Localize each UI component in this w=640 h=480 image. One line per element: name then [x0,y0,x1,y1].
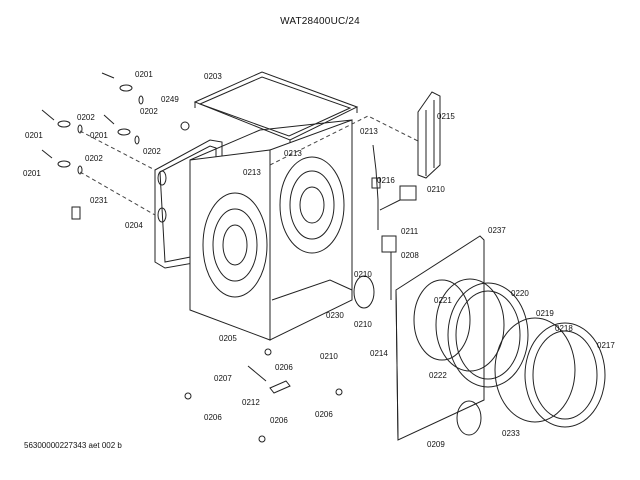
rear-bracket-part[interactable] [418,92,440,178]
part-label[interactable]: 0212 [242,398,260,407]
part-label[interactable]: 0205 [219,334,237,343]
document-reference: 56300000227343 aet 002 b [24,441,122,450]
part-label[interactable]: 0207 [214,374,232,383]
part-label[interactable]: 0204 [125,221,143,230]
part-label[interactable]: 0201 [25,131,43,140]
part-label[interactable]: 0249 [161,95,179,104]
front-panel-part[interactable] [396,236,484,440]
part-label[interactable]: 0230 [326,311,344,320]
part-label[interactable]: 0210 [354,320,372,329]
part-label[interactable]: 0202 [143,147,161,156]
part-label[interactable]: 0202 [140,107,158,116]
part-label[interactable]: 0222 [429,371,447,380]
wrench-part[interactable] [248,366,266,381]
hinge-clip-part[interactable] [400,186,416,200]
part-label[interactable]: 0201 [90,131,108,140]
part-label[interactable]: 0237 [488,226,506,235]
model-title: WAT28400UC/24 [280,16,360,27]
bracket-0212-part[interactable] [270,381,290,393]
feet-parts[interactable] [185,349,342,442]
part-label[interactable]: 0215 [437,112,455,121]
part-label[interactable]: 0203 [204,72,222,81]
cover-cap-part[interactable] [457,401,481,435]
part-label[interactable]: 0221 [434,296,452,305]
part-label[interactable]: 0217 [597,341,615,350]
assembly-lines [80,116,420,215]
cabinet-housing-part[interactable] [190,120,352,340]
part-label[interactable]: 0210 [354,270,372,279]
part-label[interactable]: 0202 [77,113,95,122]
part-label[interactable]: 0201 [135,70,153,79]
part-label[interactable]: 0218 [555,324,573,333]
part-label[interactable]: 0202 [85,154,103,163]
door-glass-ring-part[interactable] [495,318,575,422]
part-label[interactable]: 0213 [284,149,302,158]
screw-parts[interactable] [42,73,143,174]
door-frame-part[interactable] [448,283,528,387]
part-label[interactable]: 0206 [275,363,293,372]
foot-part[interactable] [181,122,189,130]
part-label[interactable]: 0231 [90,196,108,205]
part-label[interactable]: 0219 [536,309,554,318]
clip-0231-part[interactable] [72,207,80,219]
part-label[interactable]: 0206 [315,410,333,419]
part-label[interactable]: 0210 [320,352,338,361]
part-label[interactable]: 0216 [377,176,395,185]
cable-harness-part[interactable] [372,145,380,230]
part-label[interactable]: 0220 [511,289,529,298]
door-outer-ring-part[interactable] [525,323,605,427]
part-label[interactable]: 0209 [427,440,445,449]
part-label[interactable]: 0233 [502,429,520,438]
part-label[interactable]: 0206 [204,413,222,422]
part-label[interactable]: 0208 [401,251,419,260]
part-label[interactable]: 0214 [370,349,388,358]
part-label[interactable]: 0210 [427,185,445,194]
part-label[interactable]: 0211 [401,227,419,236]
part-label[interactable]: 0206 [270,416,288,425]
part-label[interactable]: 0201 [23,169,41,178]
door-lock-switch-part[interactable] [382,236,396,252]
motor-bracket-part[interactable] [354,276,374,308]
part-label[interactable]: 0213 [360,127,378,136]
part-label[interactable]: 0213 [243,168,261,177]
